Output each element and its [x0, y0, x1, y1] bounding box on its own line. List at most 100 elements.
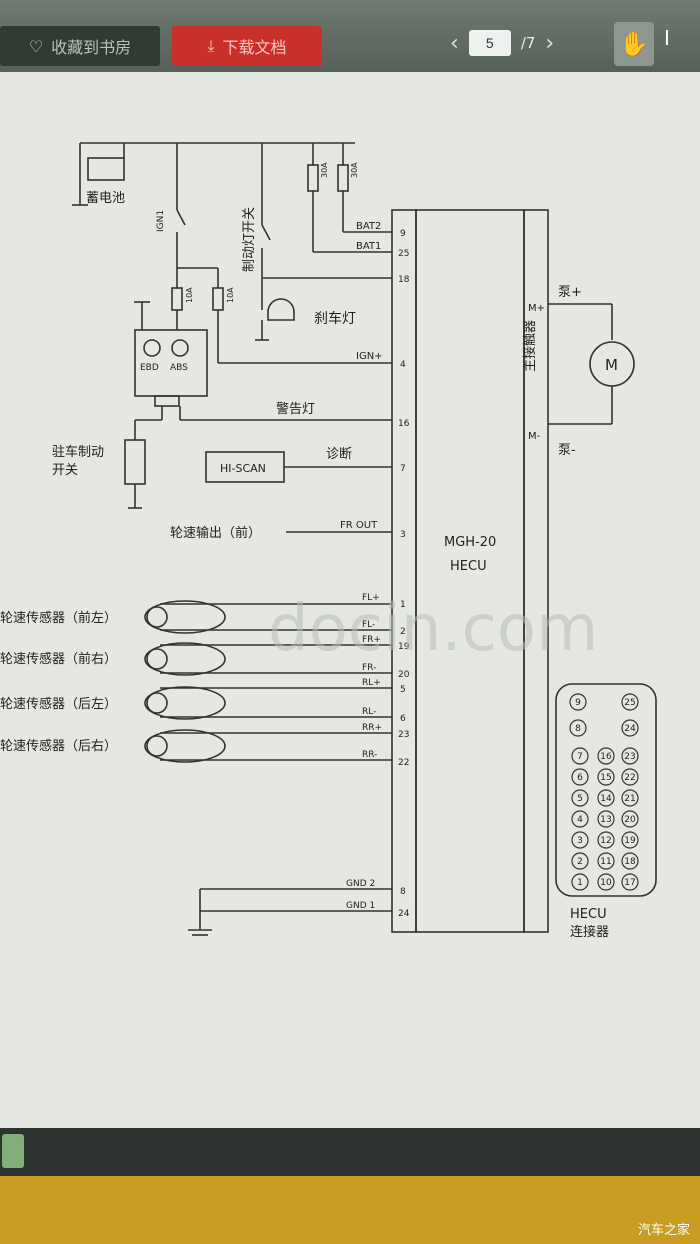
label-fr-plus: FR+ [362, 635, 381, 645]
pager: ‹ /7 › [450, 26, 554, 60]
pin-19: 19 [398, 642, 410, 652]
label-fuse-10a-1: 10A [185, 287, 194, 303]
label-rl-minus: RL- [362, 707, 376, 717]
connector-pin-label: 12 [600, 836, 611, 846]
label-main-contactor: 主接触器 [522, 320, 538, 372]
pin-25: 25 [398, 249, 409, 259]
label-hiscan: HI-SCAN [220, 462, 266, 475]
label-motor: M [605, 356, 618, 374]
label-fr-out: FR OUT [340, 520, 378, 531]
label-warning-lamp: 警告灯 [276, 401, 315, 417]
connector-pin-label: 15 [600, 773, 611, 783]
next-page-button[interactable]: › [545, 30, 555, 56]
download-label: 下载文档 [222, 38, 287, 57]
hand-icon: ✋ [619, 30, 649, 58]
connector-pin-circle [621, 719, 639, 737]
page-total: /7 [520, 34, 536, 52]
module-name-line1: MGH-20 [444, 535, 496, 550]
download-icon: ⤓ [207, 36, 215, 55]
label-bat2: BAT2 [356, 221, 381, 232]
connector-pin-circle [621, 831, 639, 849]
pin-22: 22 [398, 758, 409, 768]
connector-pin-circle [597, 747, 615, 765]
connector-pin-circle [571, 852, 589, 870]
label-sensor-rr: 轮速传感器（后右） [0, 738, 117, 754]
label-fl-plus: FL+ [362, 593, 380, 603]
label-battery: 蓄电池 [86, 191, 125, 206]
add-to-library-label: 收藏到书房 [51, 38, 132, 57]
pin-18: 18 [398, 275, 410, 285]
connector-pin-label: 4 [577, 815, 583, 825]
heart-icon: ♡ [28, 36, 44, 56]
pin-24: 24 [398, 909, 410, 919]
select-tool-button[interactable]: I [664, 26, 670, 50]
abs-wiring-diagram: 9258247162361522514214132031219211181101… [0, 142, 657, 940]
label-diagnosis: 诊断 [326, 447, 352, 462]
label-m-plus: M+ [528, 303, 545, 314]
site-watermark: 汽车之家 [637, 1223, 690, 1238]
add-to-library-button[interactable]: ♡ 收藏到书房 [0, 26, 160, 66]
connector-pin-circle [621, 873, 639, 891]
connector-pin-circle [597, 873, 615, 891]
label-brake-lamp: 刹车灯 [314, 310, 356, 327]
page-number-input[interactable] [468, 30, 511, 56]
connector-pin-label: 8 [575, 724, 581, 734]
document-toolbar: ♡ 收藏到书房 ⤓ 下载文档 ‹ /7 › ✋ I [0, 0, 700, 72]
battery-status-icon [2, 1134, 24, 1168]
connector-pin-circle [597, 831, 615, 849]
connector-pin-label: 6 [577, 773, 583, 783]
connector-pin-circle [571, 789, 589, 807]
pin-3: 3 [400, 530, 406, 540]
label-m-minus: M- [528, 431, 541, 442]
label-gnd1: GND 1 [346, 901, 375, 911]
label-rr-minus: RR- [362, 750, 377, 760]
label-ebd: EBD [140, 363, 159, 373]
label-hecu-connector-2: 连接器 [570, 924, 609, 940]
connector-pin-label: 24 [624, 724, 636, 734]
label-pump-minus: 泵- [558, 443, 576, 458]
connector-pin-circle [621, 810, 639, 828]
connector-pin-circle [571, 831, 589, 849]
pin-7: 7 [400, 464, 406, 474]
connector-pin-label: 7 [577, 752, 583, 762]
label-bat1: BAT1 [356, 241, 381, 252]
connector-pin-circle [621, 852, 639, 870]
connector-pin-label: 22 [624, 773, 635, 783]
label-abs: ABS [170, 363, 188, 373]
label-ign-plus: IGN+ [356, 351, 383, 362]
connector-pin-label: 25 [624, 698, 635, 708]
pin-4: 4 [400, 360, 406, 370]
status-bar [0, 1128, 700, 1176]
pin-23: 23 [398, 730, 409, 740]
pin-5: 5 [400, 685, 406, 695]
label-rl-plus: RL+ [362, 678, 381, 688]
label-pump-plus: 泵+ [558, 285, 582, 300]
label-sensor-fl: 轮速传感器（前左） [0, 610, 117, 626]
prev-page-button[interactable]: ‹ [450, 30, 459, 56]
pin-20: 20 [398, 670, 410, 680]
download-button[interactable]: ⤓ 下载文档 [172, 26, 322, 66]
watermark: docin.com [268, 592, 598, 666]
label-fl-minus: FL- [362, 620, 375, 630]
module-name-line2: HECU [450, 559, 487, 574]
connector-pin-circle [569, 693, 587, 711]
connector-pin-label: 10 [600, 878, 612, 888]
label-rr-plus: RR+ [362, 723, 382, 733]
pin-2: 2 [400, 627, 406, 637]
connector-pin-circle [621, 693, 639, 711]
hand-tool-button[interactable]: ✋ [614, 22, 654, 66]
connector-pin-label: 5 [577, 794, 583, 804]
connector-pin-label: 17 [624, 878, 635, 888]
connector-pin-circle [597, 852, 615, 870]
connector-pin-label: 23 [624, 752, 635, 762]
connector-pin-circle [597, 789, 615, 807]
pin-6: 6 [400, 714, 406, 724]
connector-pin-circle [571, 810, 589, 828]
connector-pin-label: 14 [600, 794, 612, 804]
label-fr-minus: FR- [362, 663, 376, 673]
label-sensor-fr: 轮速传感器（前右） [0, 651, 117, 667]
pin-1: 1 [400, 600, 406, 610]
connector-pin-label: 21 [624, 794, 635, 804]
